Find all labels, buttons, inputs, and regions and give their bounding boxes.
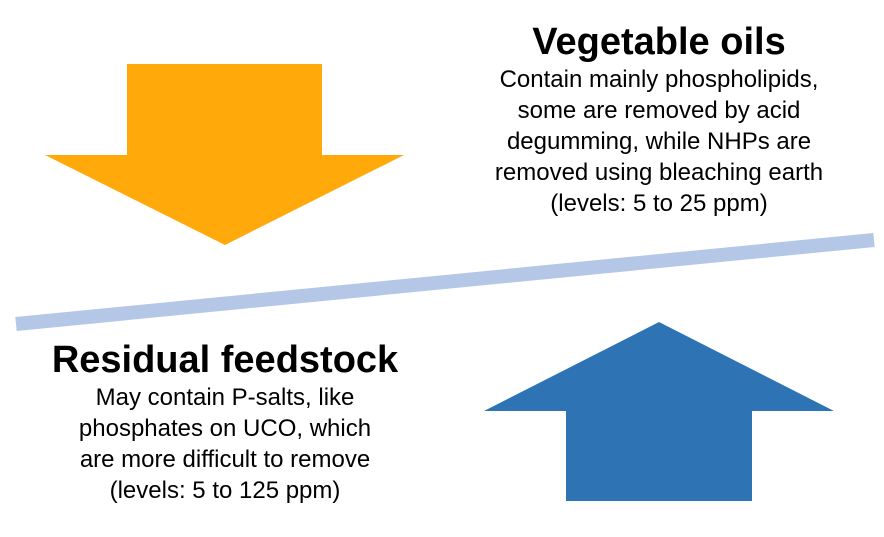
residual-feedstock-title: Residual feedstock xyxy=(51,339,399,381)
residual-feedstock-line: phosphates on UCO, which xyxy=(78,415,372,442)
vegetable-oils-line: removed using bleaching earth xyxy=(494,159,824,186)
vegetable-oils-line: some are removed by acid xyxy=(517,97,801,124)
residual-feedstock-block: Residual feedstock May contain P-salts, … xyxy=(10,338,440,506)
vegetable-oils-description: Contain mainly phospholipids, some are r… xyxy=(440,64,878,219)
vegetable-oils-line: (levels: 5 to 25 ppm) xyxy=(550,190,768,217)
vegetable-oils-title: Vegetable oils xyxy=(532,21,786,63)
vegetable-oils-block: Vegetable oils Contain mainly phospholip… xyxy=(440,20,878,219)
vegetable-oils-line: degumming, while NHPs are xyxy=(506,128,812,155)
vegetable-oils-line: Contain mainly phospholipids, xyxy=(499,66,819,93)
residual-feedstock-line: (levels: 5 to 125 ppm) xyxy=(109,477,341,504)
down-arrow-icon xyxy=(45,64,404,245)
residual-feedstock-line: are more difficult to remove xyxy=(79,446,371,473)
balance-beam xyxy=(15,233,875,331)
residual-feedstock-line: May contain P-salts, like xyxy=(95,384,355,411)
up-arrow-icon xyxy=(484,322,834,501)
residual-feedstock-description: May contain P-salts, like phosphates on … xyxy=(10,382,440,506)
